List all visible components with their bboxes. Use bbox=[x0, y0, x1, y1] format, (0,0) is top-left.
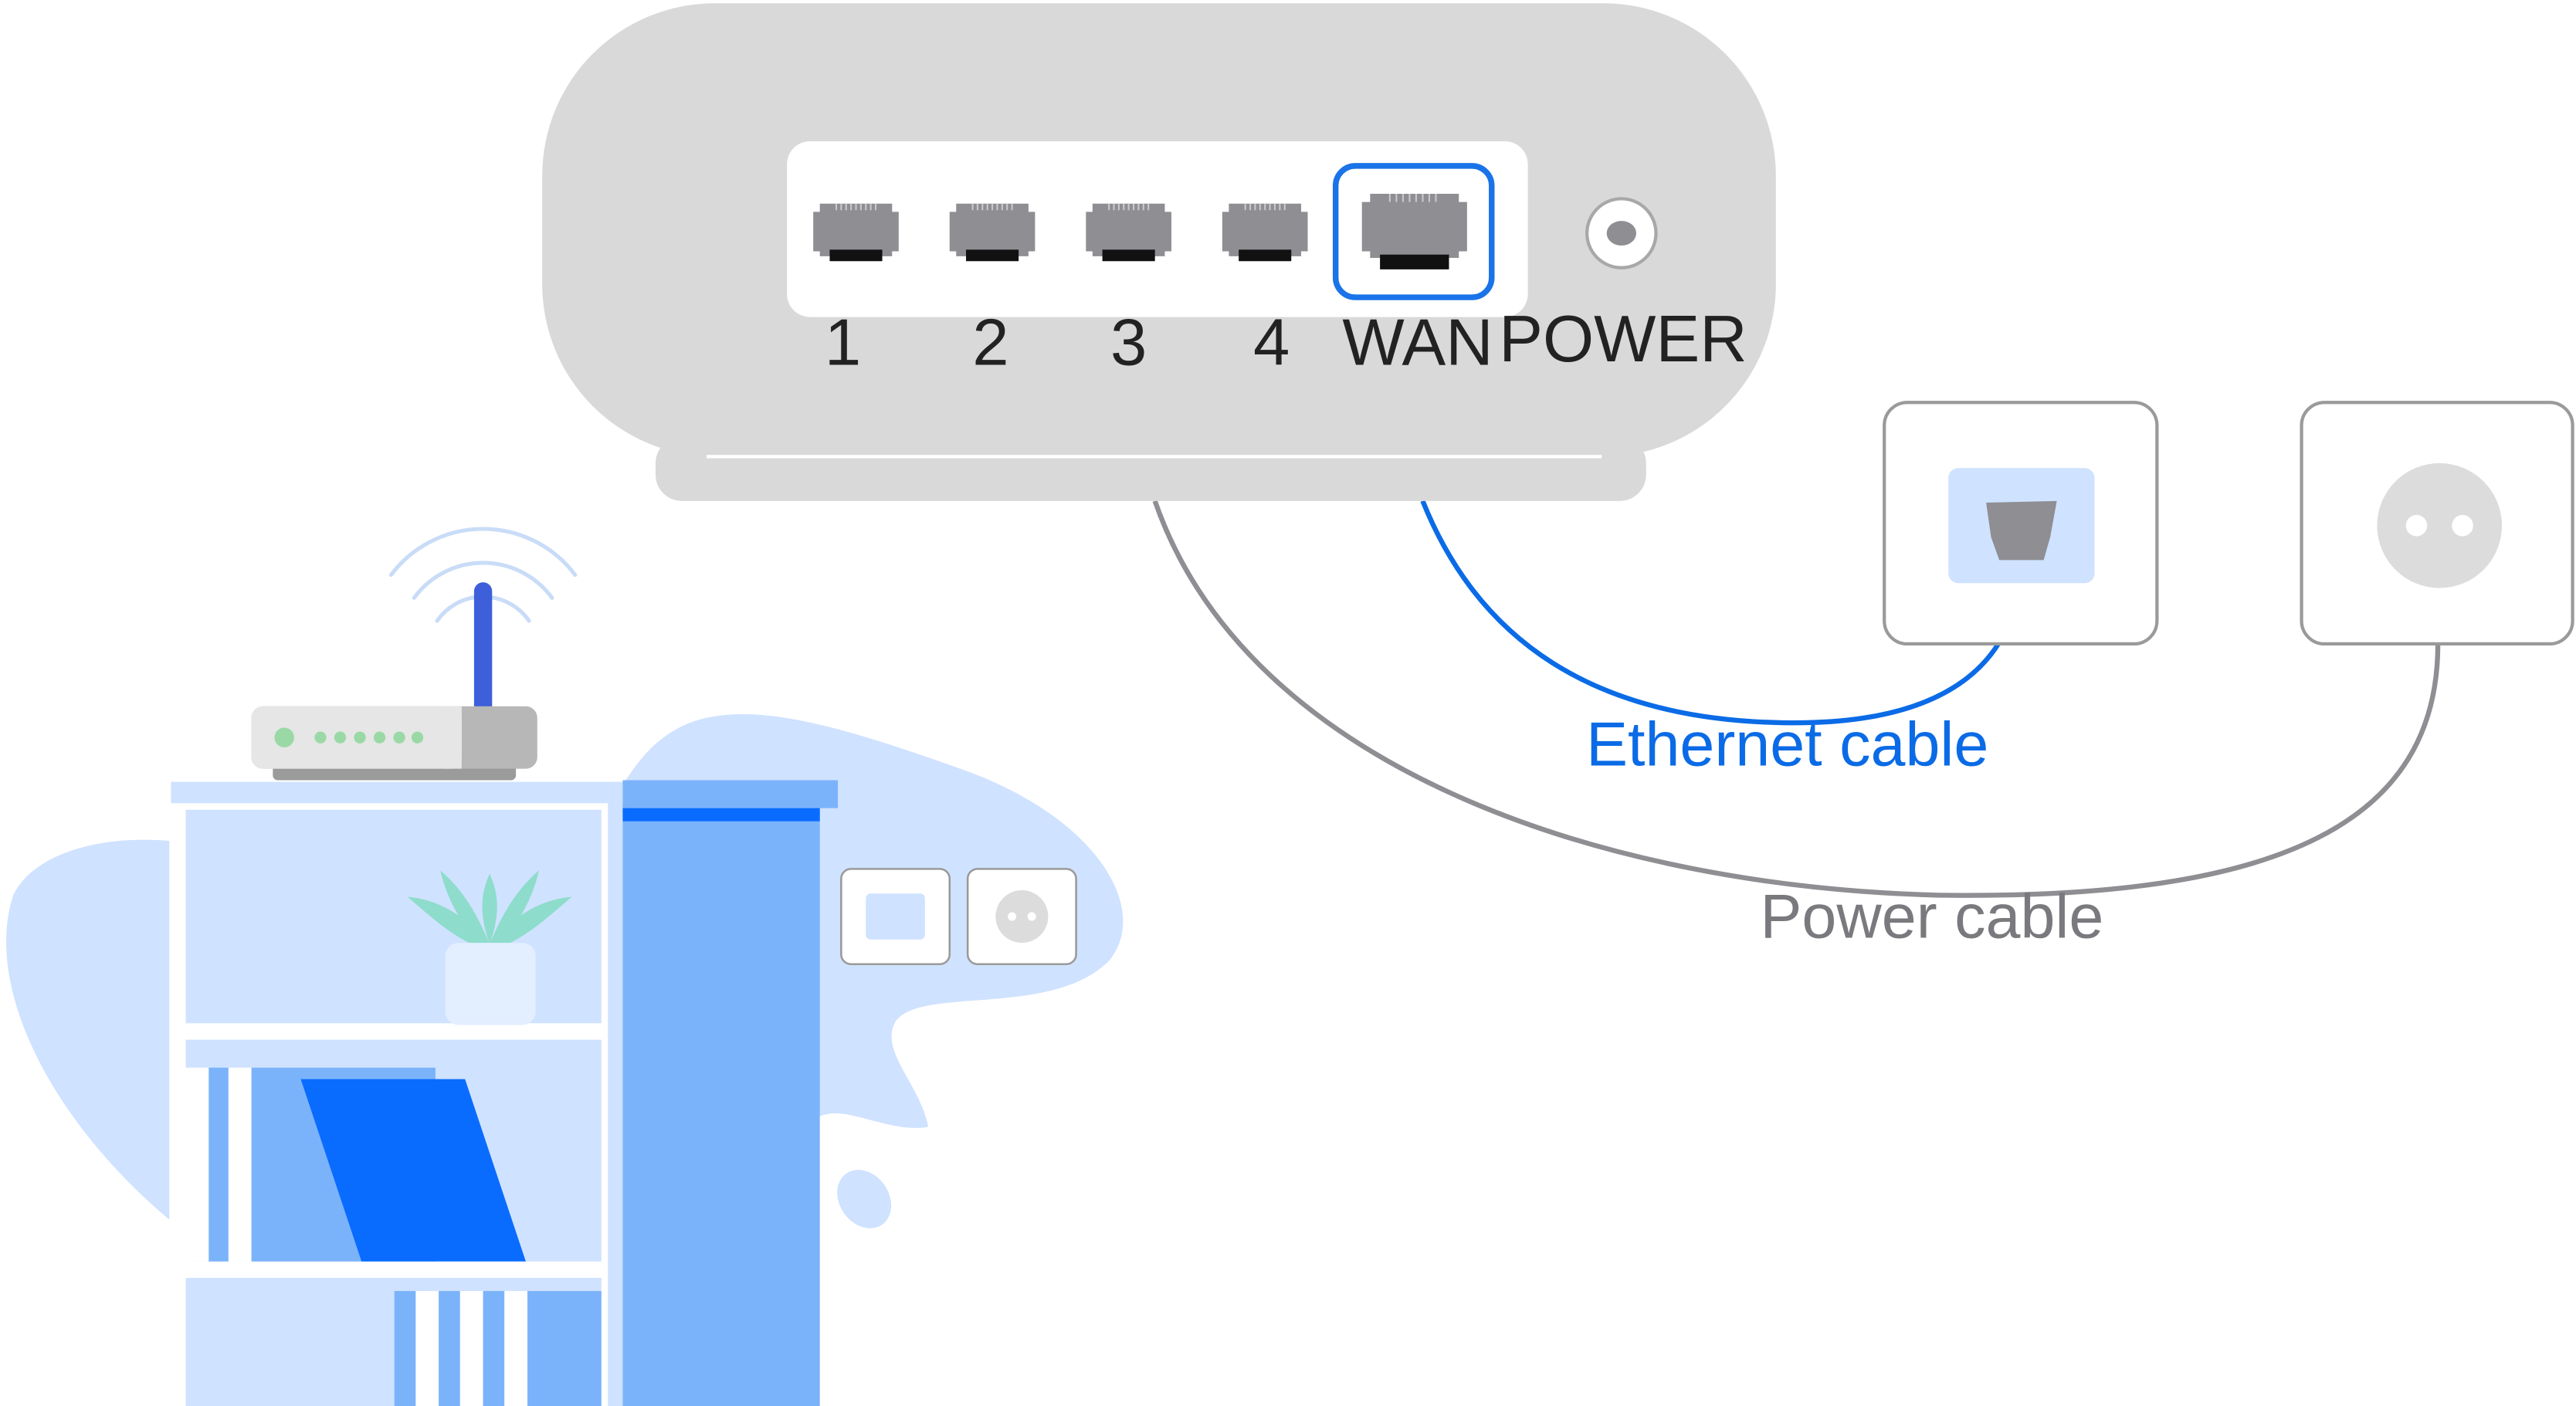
port-label-1: 1 bbox=[825, 306, 861, 379]
bookshelf bbox=[169, 780, 839, 1406]
power-socket-icon bbox=[2377, 462, 2503, 588]
power-jack-icon bbox=[1585, 197, 1658, 269]
small-router-icon bbox=[251, 527, 578, 781]
leaning-book bbox=[300, 1079, 526, 1262]
port-label-3: 3 bbox=[1110, 306, 1147, 379]
power-cable-label: Power cable bbox=[1761, 883, 2104, 952]
tall-cabinet bbox=[622, 780, 839, 1406]
potted-plant-icon bbox=[407, 870, 572, 1025]
ethernet-port-icon bbox=[1222, 203, 1308, 262]
book bbox=[208, 1067, 229, 1262]
room-illustration bbox=[6, 527, 1124, 1406]
book bbox=[185, 1067, 209, 1262]
power-label: POWER bbox=[1499, 303, 1747, 376]
ethernet-port-icon bbox=[1361, 194, 1467, 269]
book bbox=[415, 1291, 439, 1406]
wall-ethernet-port-small bbox=[840, 868, 951, 966]
book bbox=[228, 1067, 252, 1262]
book bbox=[527, 1291, 602, 1406]
power-cable bbox=[1152, 500, 2441, 898]
decor-blob-small bbox=[837, 1170, 892, 1228]
router-back-panel: 1 2 3 4 WAN POWER bbox=[542, 3, 1776, 501]
book bbox=[439, 1291, 460, 1406]
book bbox=[459, 1291, 483, 1406]
ethernet-plug-icon bbox=[1986, 500, 2057, 561]
ethernet-port-icon bbox=[1086, 203, 1171, 262]
cables bbox=[1152, 500, 2441, 898]
port-label-wan: WAN bbox=[1342, 306, 1493, 379]
book bbox=[504, 1291, 528, 1406]
book bbox=[394, 1291, 416, 1406]
port-label-4: 4 bbox=[1253, 306, 1290, 379]
ethernet-cable-label: Ethernet cable bbox=[1586, 710, 1988, 779]
book bbox=[483, 1291, 505, 1406]
wall-power-outlet bbox=[2300, 401, 2574, 646]
ethernet-port-icon bbox=[949, 203, 1035, 262]
port-label-2: 2 bbox=[972, 306, 1008, 379]
ethernet-cable bbox=[1420, 500, 2023, 726]
ethernet-port-icon bbox=[813, 203, 899, 262]
wall-power-socket-small bbox=[966, 868, 1077, 966]
wall-ethernet-outlet bbox=[1883, 401, 2159, 646]
